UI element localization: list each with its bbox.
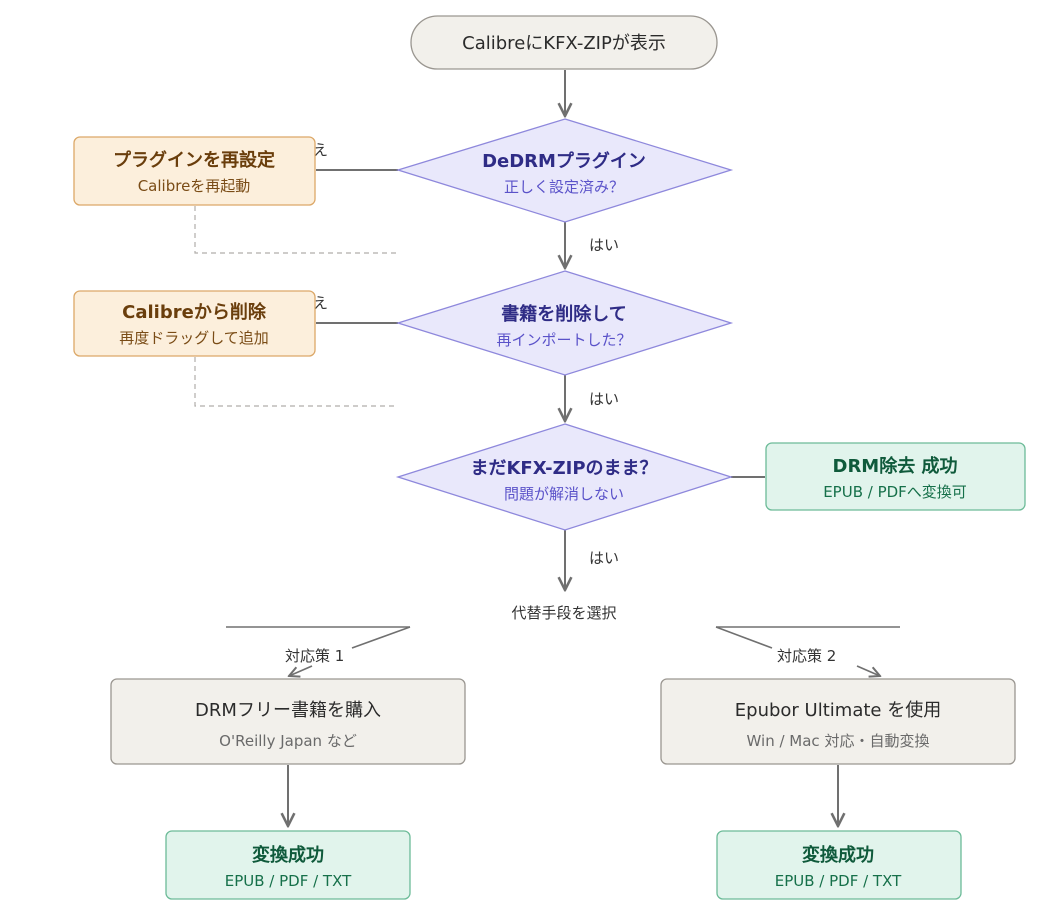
node-decision-still-kfx-shape xyxy=(395,423,734,531)
node-result-1-sub: EPUB / PDF / TXT xyxy=(225,872,352,890)
node-alt-epubor: Epubor Ultimate を使用 Win / Mac 対応・自動変換 xyxy=(660,678,1016,765)
node-result-1: 変換成功 EPUB / PDF / TXT xyxy=(165,830,411,900)
node-alt-epubor-title: Epubor Ultimate を使用 xyxy=(735,700,941,721)
edge-labels: はい はい はい え え 対応策 1 対応策 2 xyxy=(285,141,836,665)
node-fix-plugin: プラグインを再設定 Calibreを再起動 xyxy=(73,136,316,206)
node-fix-reimport: Calibreから削除 再度ドラッグして追加 xyxy=(73,290,316,357)
node-decision-dedrm-shape xyxy=(395,118,734,223)
label-yes-3: はい xyxy=(589,549,619,567)
node-start: CalibreにKFX-ZIPが表示 xyxy=(410,15,718,70)
node-fix-reimport-shape xyxy=(73,290,316,357)
loop-back-edges xyxy=(194,206,396,407)
node-alt-epubor-sub: Win / Mac 対応・自動変換 xyxy=(747,732,930,750)
node-decision-reimport-title: 書籍を削除して xyxy=(501,303,626,325)
edge-fix2-loop xyxy=(194,357,396,407)
node-alt-drm-free-shape xyxy=(110,678,466,765)
node-result-1-title: 変換成功 xyxy=(252,844,324,866)
node-decision-dedrm-title: DeDRMプラグイン xyxy=(482,150,646,172)
label-no-1-partial: え xyxy=(313,141,328,159)
node-fix-reimport-sub: 再度ドラッグして追加 xyxy=(119,329,269,347)
edge-choose-to-alt1 xyxy=(289,665,313,676)
node-drm-removed: DRM除去 成功 EPUB / PDFへ変換可 xyxy=(765,442,1026,511)
node-decision-reimport-shape xyxy=(395,270,734,376)
node-fix-reimport-title: Calibreから削除 xyxy=(122,301,267,323)
edge-fix1-loop xyxy=(194,206,396,254)
node-choose-alternative: 代替手段を選択 xyxy=(511,604,616,622)
node-decision-reimport: 書籍を削除して 再インポートした？ xyxy=(395,270,734,376)
node-alt-epubor-shape xyxy=(660,678,1016,765)
node-result-2: 変換成功 EPUB / PDF / TXT xyxy=(716,830,962,900)
node-result-2-sub: EPUB / PDF / TXT xyxy=(775,872,902,890)
node-decision-still-kfx-title: まだKFX-ZIPのまま？ xyxy=(470,458,657,479)
node-decision-still-kfx-sub: 問題が解消しない xyxy=(504,485,624,503)
node-drm-removed-title: DRM除去 成功 xyxy=(833,455,958,477)
node-fix-plugin-title: プラグインを再設定 xyxy=(113,149,275,171)
node-decision-dedrm: DeDRMプラグイン 正しく設定済み？ xyxy=(395,118,734,223)
node-fix-plugin-shape xyxy=(73,136,316,206)
edge-choose-right-slant xyxy=(715,626,773,649)
edge-choose-to-alt2 xyxy=(856,665,880,676)
node-drm-removed-shape xyxy=(765,442,1026,511)
label-option-2: 対応策 2 xyxy=(777,647,836,665)
node-alt-drm-free: DRMフリー書籍を購入 O'Reilly Japan など xyxy=(110,678,466,765)
node-decision-reimport-sub: 再インポートした？ xyxy=(496,331,631,349)
label-yes-2: はい xyxy=(589,390,619,408)
node-drm-removed-sub: EPUB / PDFへ変換可 xyxy=(823,483,967,501)
node-start-shape xyxy=(410,15,718,70)
node-fix-plugin-sub: Calibreを再起動 xyxy=(138,177,251,195)
label-no-2-partial: え xyxy=(313,294,328,312)
node-result-2-shape xyxy=(716,830,962,900)
label-option-1: 対応策 1 xyxy=(285,647,344,665)
branch-edges xyxy=(226,626,900,676)
edges xyxy=(288,70,838,826)
node-alt-drm-free-title: DRMフリー書籍を購入 xyxy=(195,700,381,721)
node-result-1-shape xyxy=(165,830,411,900)
edge-choose-left-slant xyxy=(351,626,411,649)
node-result-2-title: 変換成功 xyxy=(802,844,874,866)
label-yes-1: はい xyxy=(589,236,619,254)
node-decision-still-kfx: まだKFX-ZIPのまま？ 問題が解消しない xyxy=(395,423,734,531)
node-decision-dedrm-sub: 正しく設定済み？ xyxy=(504,178,624,196)
node-alt-drm-free-sub: O'Reilly Japan など xyxy=(219,732,357,750)
node-start-label: CalibreにKFX-ZIPが表示 xyxy=(462,33,666,54)
